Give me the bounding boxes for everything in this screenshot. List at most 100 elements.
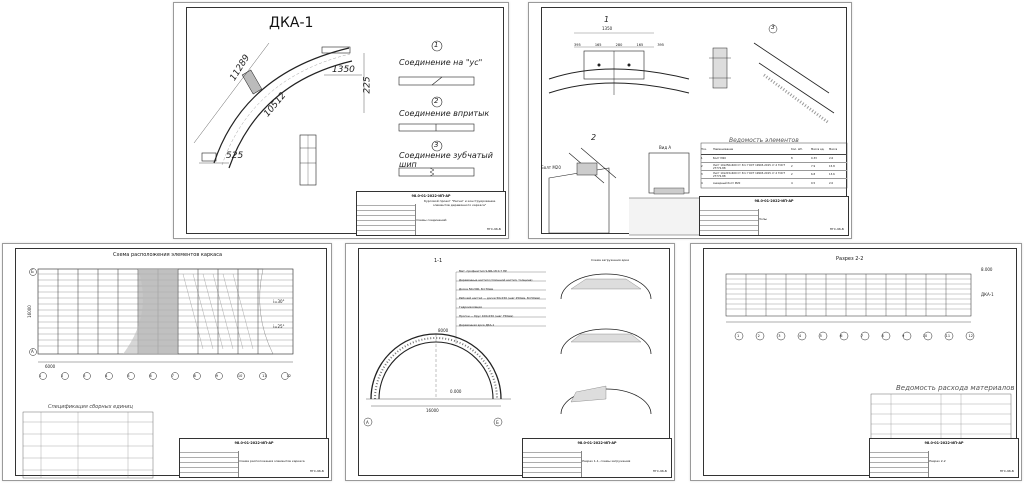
sheet-frame: [703, 248, 1017, 476]
arch-half-drawing: [193, 40, 475, 186]
height-mark: 8000: [438, 328, 449, 333]
axis-number: 11: [945, 334, 951, 338]
table-header-cell: Масса: [829, 148, 838, 151]
layer-item: Доска 50x300, Б=70мм: [459, 287, 494, 291]
axis-number: 1: [737, 334, 740, 338]
sheet-frame: [186, 7, 504, 234]
title-block-grid: [357, 204, 417, 235]
sheet-frame: [15, 248, 327, 476]
drawing-sheet-1[interactable]: ДКА-1 11289 1350 225: [173, 2, 509, 239]
dim-cell: 165: [594, 43, 602, 47]
doc-subtitle: Разрез 1-1, схемы загружения: [582, 459, 631, 463]
section-title: Разрез 2-2: [836, 256, 864, 262]
table-cell: 0.33: [811, 157, 817, 160]
table-cell: Болт М20: [713, 157, 726, 160]
joint-2-number: 2: [434, 97, 439, 105]
doc-number: ПГС-96-Б: [829, 227, 844, 231]
axis-number: 11: [262, 374, 267, 378]
layer-item: Деревянная арка ДКА-1: [459, 323, 495, 327]
layer-item: Рабочий настил — доски 50x150 (шаг 250мм…: [459, 296, 541, 300]
layer-item: Прогон — брус 100x150 (шаг 750мм): [459, 314, 514, 318]
arch-mark: ДКА-1: [981, 292, 994, 297]
table-cell: 13.6: [829, 173, 835, 176]
drawing-sheet-4[interactable]: 1-1 Мет. профнастил S-NR-18 0.7 ПР Дерев…: [345, 243, 675, 481]
axis-number: 4: [798, 334, 802, 338]
axis-letter-b: Б: [31, 269, 34, 274]
axis-number: 6: [840, 334, 843, 338]
dim-1350: 1350: [332, 65, 355, 75]
bay-dim: 6000: [45, 364, 56, 369]
layer-item: Деревянные настил (сплошной настил, толщ…: [459, 278, 533, 282]
axis-number: 7: [171, 374, 174, 378]
dim-225: 225: [362, 76, 373, 94]
sheet-title: ДКА-1: [269, 15, 314, 31]
title-block-grid: [523, 451, 583, 477]
axis-number: 9: [215, 374, 218, 378]
drawing-sheet-3[interactable]: Схема расположения элементов каркаса: [2, 243, 332, 481]
joint-2-label: Соединение впритык: [399, 109, 490, 118]
title-block-grid: [700, 209, 760, 235]
level-top: 8.000: [981, 267, 993, 272]
detail-2-mark: 2: [591, 133, 597, 142]
dim-cell: 280: [615, 43, 623, 47]
sheet-frame: [358, 248, 670, 476]
view-label: Вид А: [659, 145, 672, 150]
doc-code: 98.0-01-2022-ИП-АР: [924, 441, 964, 445]
layers-list: Мет. профнастил S-NR-18 0.7 ПР Деревянны…: [459, 267, 540, 330]
slope-2: i=25°: [273, 324, 285, 329]
axis-number: 3: [83, 374, 86, 378]
axis-numbers-row: 1 2 3 4 5 6 7 8 9 10 11 12: [39, 374, 291, 378]
joint-3-label: Соединение зубчатый шип: [399, 151, 493, 169]
dim-total: 1350: [602, 26, 613, 31]
joint-1-label: Соединение на "ус": [399, 58, 483, 67]
doc-number: ПГС-96-Б: [486, 227, 501, 231]
spec-table-title: Спецификация сборных единиц: [48, 404, 133, 410]
title-block: 98.0-01-2022-ИП-АР Схема расположения эл…: [179, 438, 329, 478]
axis-number: 8: [193, 374, 196, 378]
section-1-1-drawing: [363, 271, 652, 427]
drawing-sheet-5[interactable]: Разрез 2-2: [690, 243, 1022, 481]
scheme-title: Схема загружения арки: [591, 258, 630, 262]
axis-b: Б: [496, 420, 499, 425]
axis-number: 9: [902, 334, 905, 338]
doc-title: Курсовой проект "Расчет и конструировани…: [423, 199, 496, 207]
title-block: 98.0-01-2022-ИП-АР Узлы ПГС-96-Б: [699, 196, 849, 236]
detail-3-mark: 3: [771, 24, 775, 31]
axis-number: 4: [105, 374, 108, 378]
table-cell: Лист 10x250x400 Ст 3пс ГОСТ 19903-2015 с…: [713, 163, 785, 170]
table-row: 2 Лист 10x250x400 Ст 3пс ГОСТ 19903-2015…: [701, 163, 847, 171]
layer-item: Гидроизоляция: [459, 305, 482, 309]
table-cell: 6.8: [811, 173, 816, 176]
joint-3-number: 3: [434, 141, 439, 149]
table-row: 3 Лист 10x215x400 Ст 3пс ГОСТ 19903-2015…: [701, 171, 847, 179]
joint-1-number: 1: [434, 41, 439, 49]
dim-cell: 165: [636, 43, 644, 47]
doc-number: ПГС-96-Б: [999, 469, 1014, 473]
axis-number: 12: [968, 334, 973, 338]
axis-number: 5: [819, 334, 822, 338]
table-cell: 2.6: [829, 157, 834, 160]
axis-numbers-row: 1 2 3 4 5 6 7 8 9 10 11 12: [737, 334, 973, 338]
title-block: 98.0-01-2022-ИП-АР Разрез 2-2 ПГС-96-Б: [869, 438, 1019, 478]
axis-number: 7: [860, 334, 864, 338]
table-header-cell: Масса ед.: [811, 148, 825, 151]
drawing-sheet-2[interactable]: 1 1350 395 165 280 165 395 2: [528, 2, 852, 239]
axis-number: 2: [757, 334, 760, 338]
doc-code: 98.0-01-2022-ИП-АР: [411, 194, 451, 198]
table-row: 1 Болт М20 8 0.33 2.6: [701, 155, 847, 163]
axis-number: 5: [127, 374, 130, 378]
title-block-grid: [870, 451, 930, 477]
table-header-cell: Кол. Шт.: [791, 148, 803, 151]
span-dim: 16000: [426, 408, 439, 413]
table-header-cell: Поз.: [701, 148, 707, 151]
dim-525: 525: [226, 151, 244, 161]
elements-table: Поз. Наименование Кол. Шт. Масса ед. Мас…: [701, 145, 847, 187]
detail-1-mark: 1: [604, 15, 610, 24]
span-dim: 16000: [26, 305, 32, 318]
doc-code: 98.0-01-2022-ИП-АР: [754, 199, 794, 203]
doc-number: ПГС-96-Б: [309, 469, 324, 473]
axis-number: 12: [286, 374, 291, 378]
table-row: 4 Анкерный болт М20 4 0.5 2.0: [701, 179, 847, 187]
table-cell: 4: [701, 181, 703, 185]
axis-a: А: [366, 420, 369, 425]
